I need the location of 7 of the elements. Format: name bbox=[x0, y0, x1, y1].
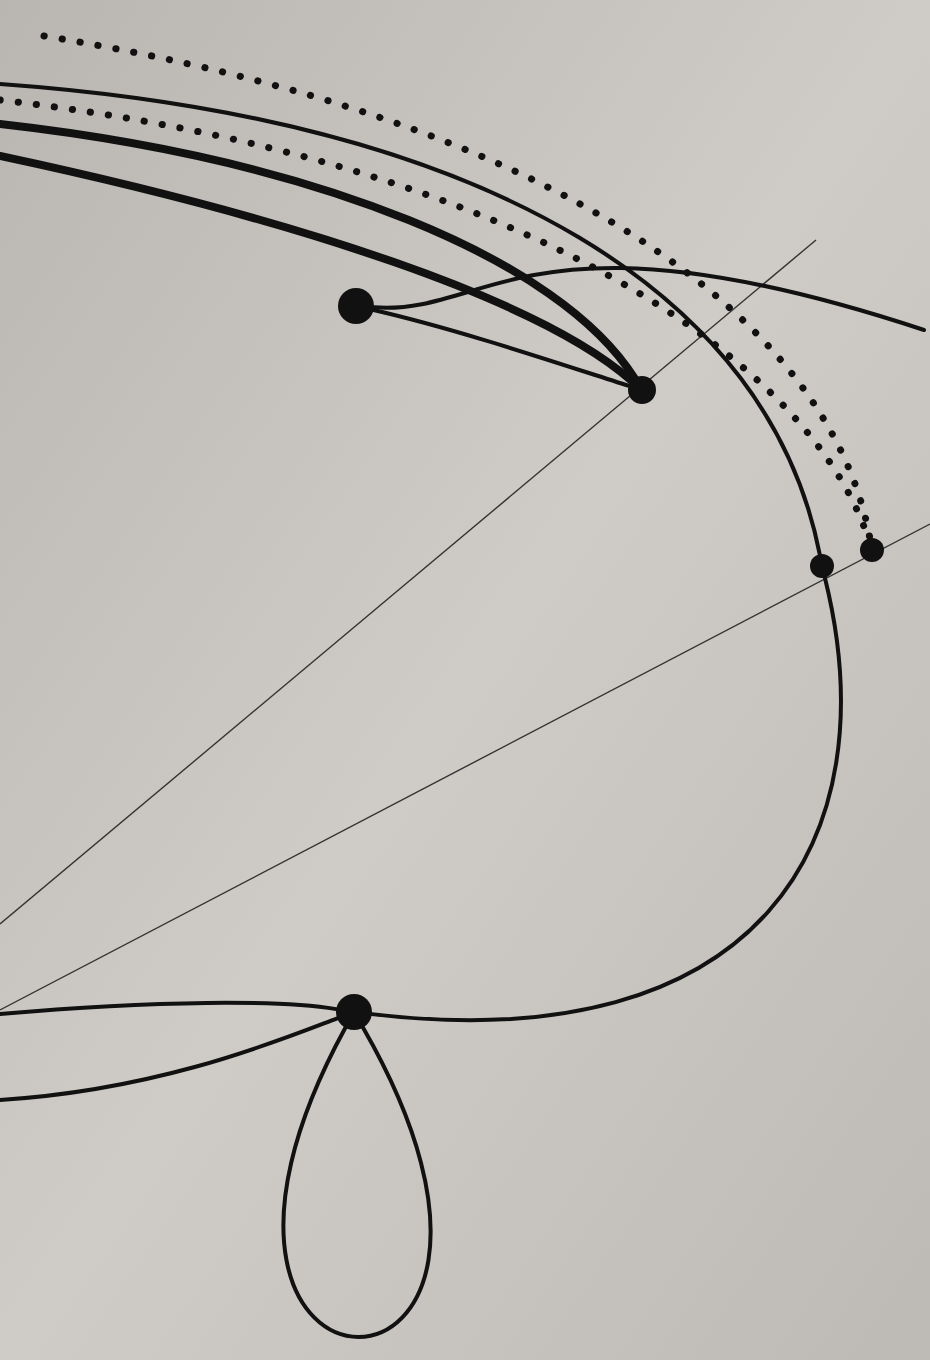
curve-line bbox=[371, 308, 631, 388]
dotted-line bbox=[40, 32, 874, 542]
curve-line bbox=[282, 1025, 431, 1339]
curve-line bbox=[369, 575, 843, 1023]
curve-line bbox=[371, 266, 926, 332]
curve-line bbox=[0, 1000, 339, 1016]
curve-line bbox=[0, 1016, 340, 1102]
